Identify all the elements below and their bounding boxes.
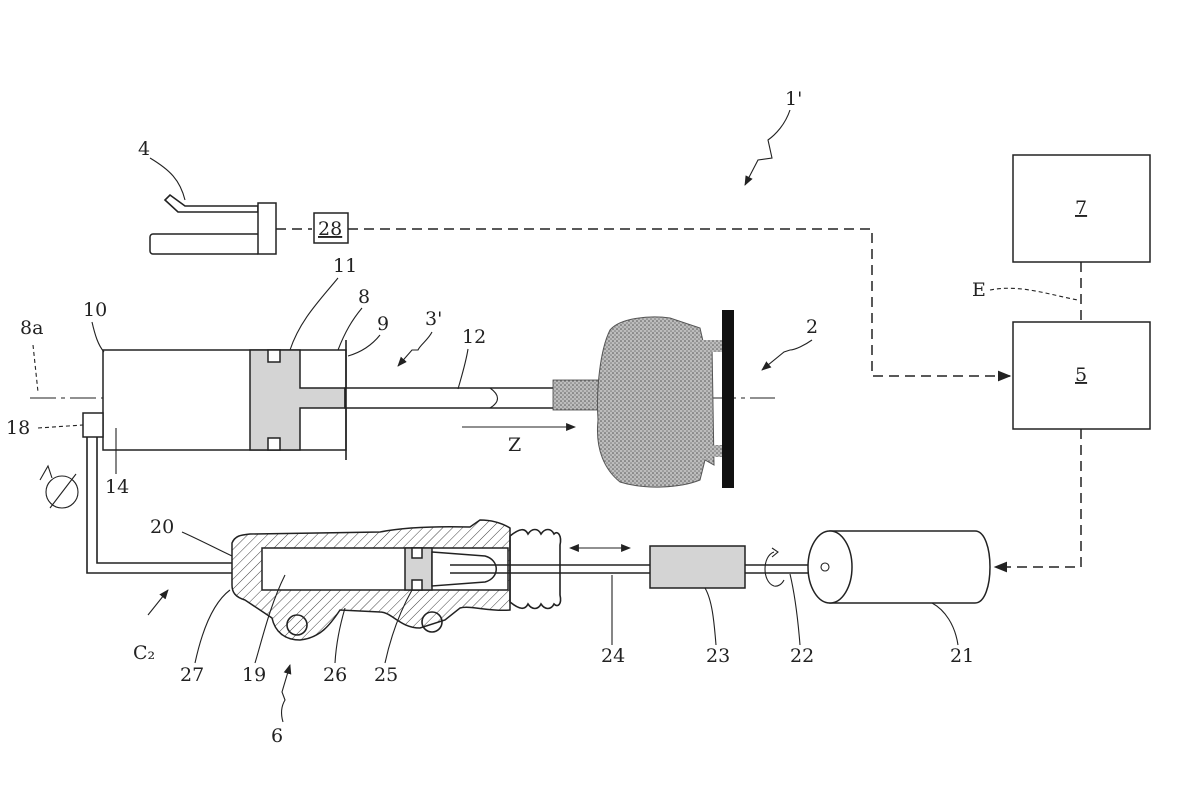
lead-20	[181, 531, 233, 557]
lead-8	[337, 307, 363, 351]
label-2: 2	[806, 316, 818, 338]
lead-E	[989, 287, 1079, 301]
label-22: 22	[790, 645, 814, 667]
lead-23	[704, 587, 717, 646]
rotation-icon	[764, 551, 785, 587]
label-8: 8	[358, 286, 370, 308]
label-10: 10	[83, 299, 107, 321]
label-9: 9	[377, 313, 389, 335]
controller-to-motor-line	[993, 429, 1082, 573]
ref-arrow-C2	[147, 589, 169, 616]
lead-9	[347, 334, 381, 357]
label-20: 20	[150, 516, 174, 538]
label-24: 24	[601, 645, 625, 667]
label-5: 5	[1075, 364, 1087, 386]
label-8a: 8a	[20, 317, 43, 339]
sensor-28-box	[313, 212, 349, 244]
ref-arrow-1-prime	[744, 109, 791, 186]
lead-26	[334, 607, 346, 664]
electric-motor-21	[807, 530, 991, 604]
clutch-assembly-2	[552, 310, 734, 488]
rotation-icon-head	[771, 547, 779, 558]
label-E: E	[972, 279, 986, 301]
ref-arrow-6	[280, 664, 292, 723]
label-1-prime: 1'	[785, 88, 802, 110]
lead-21	[931, 602, 959, 646]
label-C2: C₂	[133, 642, 155, 664]
lead-10	[91, 321, 105, 353]
lead-22	[789, 573, 801, 646]
label-28: 28	[318, 218, 342, 240]
lead-19	[254, 574, 286, 664]
label-18: 18	[6, 417, 30, 439]
label-14: 14	[105, 476, 129, 498]
ref-arrow-2	[761, 339, 813, 371]
clutch-pedal	[149, 193, 277, 255]
lead-18	[37, 424, 84, 429]
label-27: 27	[180, 664, 204, 686]
master-cylinder-6	[231, 519, 562, 641]
label-21: 21	[950, 645, 974, 667]
label-26: 26	[323, 664, 347, 686]
nut-23	[649, 545, 746, 589]
label-11: 11	[333, 255, 357, 277]
pressure-sensor-icon	[39, 464, 79, 509]
label-25: 25	[374, 664, 398, 686]
lead-12	[457, 348, 469, 390]
hydraulic-line-inner	[96, 437, 232, 564]
label-Z: Z	[508, 434, 521, 456]
ref-arrow-3-prime	[397, 331, 433, 367]
sensor-to-controller-line	[348, 228, 1012, 382]
label-23: 23	[706, 645, 730, 667]
label-7: 7	[1075, 197, 1087, 219]
slave-cylinder-8	[82, 340, 556, 460]
label-4: 4	[138, 138, 150, 160]
lead-8a	[32, 344, 39, 393]
lead-11	[289, 277, 339, 351]
label-3-prime: 3'	[425, 308, 442, 330]
lead-27	[194, 589, 231, 664]
controller-5-box	[1012, 321, 1151, 430]
label-19: 19	[242, 664, 266, 686]
lead-4	[149, 157, 186, 201]
label-12: 12	[462, 326, 486, 348]
lead-25	[384, 589, 413, 664]
label-6: 6	[271, 725, 283, 747]
hydraulic-line-outer	[86, 437, 232, 574]
